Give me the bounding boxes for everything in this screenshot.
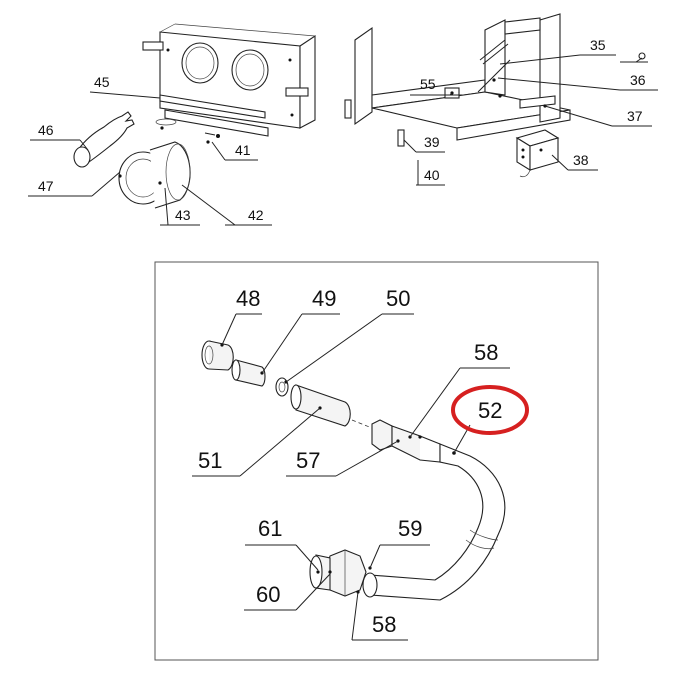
nozzle-51 xyxy=(295,384,351,427)
glove xyxy=(77,111,135,165)
bottom-leaders xyxy=(192,313,510,641)
glove-port-left xyxy=(181,42,219,84)
label-61: 61 xyxy=(258,516,282,541)
label-35: 35 xyxy=(590,37,606,53)
label-57: 57 xyxy=(296,448,320,473)
glove-flange xyxy=(149,141,191,209)
top-labels: 45 46 47 43 42 41 35 55 36 37 39 40 38 xyxy=(38,37,646,223)
label-49: 49 xyxy=(312,286,336,311)
ferrule-58-top xyxy=(419,435,441,463)
label-38: 38 xyxy=(573,152,589,168)
label-60: 60 xyxy=(256,582,280,607)
label-47: 47 xyxy=(38,178,54,194)
bottom-labels: 48 49 50 58 52 51 57 61 59 60 58 xyxy=(198,286,502,637)
tube-49 xyxy=(235,359,266,387)
ferrule-59 xyxy=(362,572,378,598)
label-43: 43 xyxy=(175,207,191,223)
frame-back-post xyxy=(539,13,561,123)
coupling-57 xyxy=(391,425,424,461)
coupling-57-hex xyxy=(371,419,393,451)
label-58-bottom: 58 xyxy=(372,612,396,637)
latch-left xyxy=(344,99,352,119)
label-48: 48 xyxy=(236,286,260,311)
hose-assembly xyxy=(201,340,506,601)
seal-strip xyxy=(159,94,266,119)
label-42: 42 xyxy=(248,207,264,223)
label-40: 40 xyxy=(424,167,440,183)
label-39: 39 xyxy=(424,134,440,150)
glove-port-right xyxy=(231,49,269,91)
latch-lower xyxy=(397,129,405,147)
frame-rail xyxy=(519,95,556,109)
label-50: 50 xyxy=(386,286,410,311)
label-51: 51 xyxy=(198,448,222,473)
label-59: 59 xyxy=(398,516,422,541)
label-55: 55 xyxy=(420,76,436,92)
detail-frame xyxy=(154,261,599,661)
label-36: 36 xyxy=(630,72,646,88)
bracket-left xyxy=(142,41,164,51)
cabinet-frame-assembly xyxy=(344,13,646,178)
lower-strip xyxy=(164,109,269,137)
frame-top-bar xyxy=(504,17,541,35)
blast-hose-52 xyxy=(369,443,506,601)
sleeve-48 xyxy=(208,340,234,371)
top-right-leaders xyxy=(403,54,658,186)
label-58-top: 58 xyxy=(474,340,498,365)
label-41: 41 xyxy=(235,142,251,158)
label-52: 52 xyxy=(478,398,502,423)
electric-box-side xyxy=(529,137,559,171)
front-panel-side xyxy=(299,34,316,129)
frame-right-post xyxy=(484,19,506,96)
glove-cuff xyxy=(73,146,91,168)
bracket-right xyxy=(285,87,309,97)
frame-left-post xyxy=(354,26,373,126)
label-45: 45 xyxy=(94,74,110,90)
front-panel-assembly xyxy=(73,23,316,209)
bolt-36 xyxy=(638,52,646,60)
highlight-ring xyxy=(451,385,529,435)
label-46: 46 xyxy=(38,122,54,138)
label-37: 37 xyxy=(627,108,643,124)
top-left-leaders xyxy=(28,91,272,226)
